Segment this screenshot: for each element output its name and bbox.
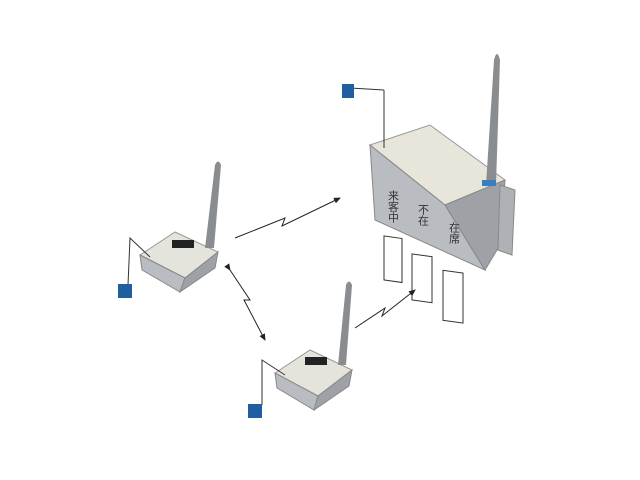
- panel-2: [411, 253, 433, 304]
- sensor-icon: [248, 404, 262, 418]
- panel-label-3: 在席: [448, 222, 461, 245]
- antenna-icon: [486, 54, 500, 185]
- antenna-icon: [205, 161, 221, 248]
- panel-1: [383, 235, 403, 284]
- panel-label-2: 不在: [417, 204, 430, 226]
- signal-arrow-3: [224, 263, 266, 341]
- sensor-icon: [118, 284, 132, 298]
- receiver-display-unit: 来客中 不在 在席: [342, 54, 516, 324]
- transmitter-2: [248, 281, 353, 418]
- panel-label-1: 来客中: [387, 190, 400, 223]
- signal-arrow-2: [354, 289, 416, 329]
- sensor-icon: [342, 84, 354, 98]
- signal-arrow-1: [234, 197, 341, 239]
- transmitter-1: [118, 161, 221, 298]
- panel-3: [442, 269, 464, 324]
- antenna-icon: [338, 281, 352, 365]
